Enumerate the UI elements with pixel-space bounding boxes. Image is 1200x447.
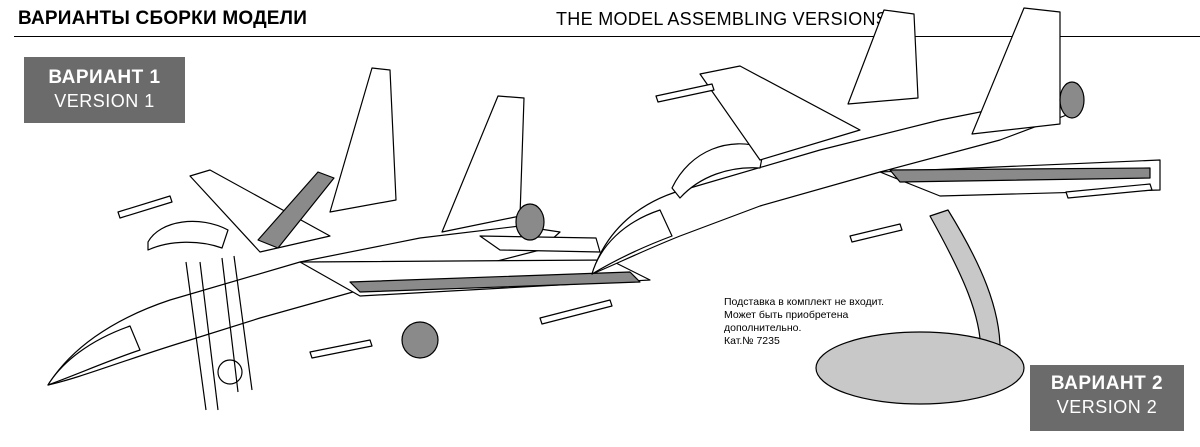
variant-2-badge: ВАРИАНТ 2 VERSION 2 bbox=[1030, 365, 1184, 431]
v2-nose bbox=[591, 209, 673, 275]
v1-missile-2 bbox=[539, 299, 613, 325]
v1-ladder-1 bbox=[185, 261, 219, 411]
v2-tail-1 bbox=[847, 9, 919, 105]
v1-canopy-panel bbox=[257, 171, 335, 249]
v1-tail-left bbox=[329, 67, 397, 213]
stand-note-line-1: Подставка в комплект не входит. bbox=[724, 296, 885, 308]
header-title-en: THE MODEL ASSEMBLING VERSIONS bbox=[556, 9, 889, 29]
v1-main-wheel bbox=[401, 321, 439, 359]
v1-missile-3 bbox=[117, 195, 173, 219]
stand-base bbox=[815, 331, 1025, 405]
stand-note-line-4: Кат.№ 7235 bbox=[724, 335, 780, 347]
stand-note: Подставка в комплект не входит. Может бы… bbox=[724, 296, 904, 348]
v1-missile-1 bbox=[309, 339, 373, 359]
variant-1-label-ru: ВАРИАНТ 1 bbox=[48, 67, 161, 88]
variant-1-badge: ВАРИАНТ 1 VERSION 1 bbox=[24, 57, 185, 123]
header-title-ru: ВАРИАНТЫ СБОРКИ МОДЕЛИ bbox=[18, 8, 308, 29]
variant-2-label-en: VERSION 2 bbox=[1056, 397, 1158, 417]
stand-note-line-2: Может быть приобретена bbox=[724, 309, 849, 321]
stand-note-line-3: дополнительно. bbox=[724, 322, 802, 334]
variant-2-label-ru: ВАРИАНТ 2 bbox=[1050, 373, 1164, 394]
v2-engine-nozzle bbox=[1059, 81, 1085, 119]
v1-right-wing bbox=[189, 169, 331, 253]
v2-wing-stripe bbox=[889, 167, 1151, 183]
v1-left-wing-stripe bbox=[349, 271, 641, 293]
v2-tail-2 bbox=[971, 7, 1061, 135]
v1-nose bbox=[47, 325, 141, 386]
v1-tail-right bbox=[441, 95, 525, 233]
v1-ladder-2 bbox=[221, 255, 253, 393]
v2-wing-left bbox=[699, 65, 861, 161]
aircraft-version-1 bbox=[47, 67, 651, 411]
variant-1-label-en: VERSION 1 bbox=[54, 91, 155, 111]
v2-missile-3 bbox=[655, 83, 715, 103]
v1-engine-nozzle bbox=[515, 203, 545, 241]
v2-missile-1 bbox=[1065, 183, 1153, 199]
v1-fuselage bbox=[47, 225, 561, 386]
v2-missile-2 bbox=[849, 223, 903, 243]
header-divider bbox=[14, 36, 1200, 37]
v1-stabilizer bbox=[479, 235, 601, 253]
v1-nose-wheel bbox=[217, 359, 243, 385]
aircraft-version-2 bbox=[591, 7, 1161, 405]
v1-canopy-open bbox=[147, 220, 229, 251]
